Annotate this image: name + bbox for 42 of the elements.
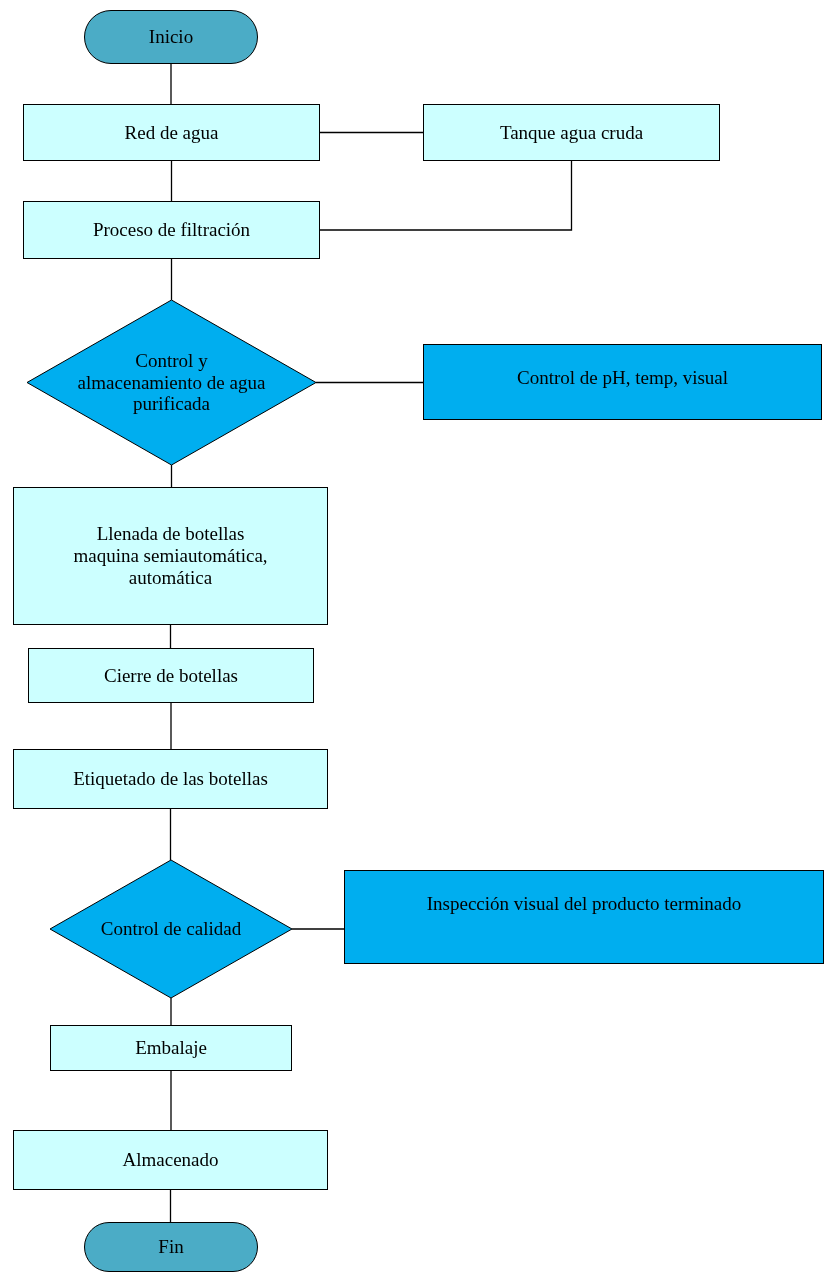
connector-line xyxy=(170,63,172,105)
node-label: Red de agua xyxy=(124,121,219,144)
node-label: Tanque agua cruda xyxy=(499,121,644,144)
node-label: Control y almacenamiento de agua purificada xyxy=(76,349,267,416)
connector-line xyxy=(169,624,172,649)
connector-line xyxy=(170,258,173,301)
connector-line xyxy=(170,1070,172,1131)
terminal-shape xyxy=(84,1222,258,1272)
process-box xyxy=(23,201,320,259)
node-label: Control de calidad xyxy=(100,918,242,940)
process-box xyxy=(423,104,720,161)
terminal-shape xyxy=(84,10,258,64)
control-box xyxy=(344,870,824,964)
connector-line xyxy=(169,1189,172,1223)
node-label: Inicio xyxy=(148,26,194,48)
node-label: Embalaje xyxy=(135,1037,207,1059)
decision-diamond xyxy=(50,860,292,998)
node-label: Fin xyxy=(158,1236,184,1258)
connector-line xyxy=(170,702,172,750)
connector-line xyxy=(170,997,172,1026)
connector-line xyxy=(319,160,573,231)
connector-line xyxy=(315,381,424,384)
process-box xyxy=(13,749,328,809)
connector-line xyxy=(170,464,173,488)
process-box xyxy=(23,104,320,161)
connector-line xyxy=(169,808,172,861)
node-label: Inspección visual del producto terminado xyxy=(426,893,742,915)
connector-line xyxy=(291,928,345,930)
process-box xyxy=(28,648,314,703)
node-label: Cierre de botellas xyxy=(104,664,238,687)
process-box xyxy=(13,487,328,625)
connector-line xyxy=(170,160,173,202)
node-label: Control de pH, temp, visual xyxy=(516,367,729,389)
node-label: Almacenado xyxy=(122,1149,219,1171)
node-label: Llenada de botellas maquina semiautomática, automática xyxy=(72,523,269,589)
decision-diamond xyxy=(27,300,316,465)
connector-line xyxy=(319,131,424,134)
node-label: Etiquetado de las botellas xyxy=(73,768,268,790)
process-box xyxy=(13,1130,328,1190)
node-label: Proceso de filtración xyxy=(92,219,251,241)
process-box xyxy=(50,1025,292,1071)
control-box xyxy=(423,344,822,420)
